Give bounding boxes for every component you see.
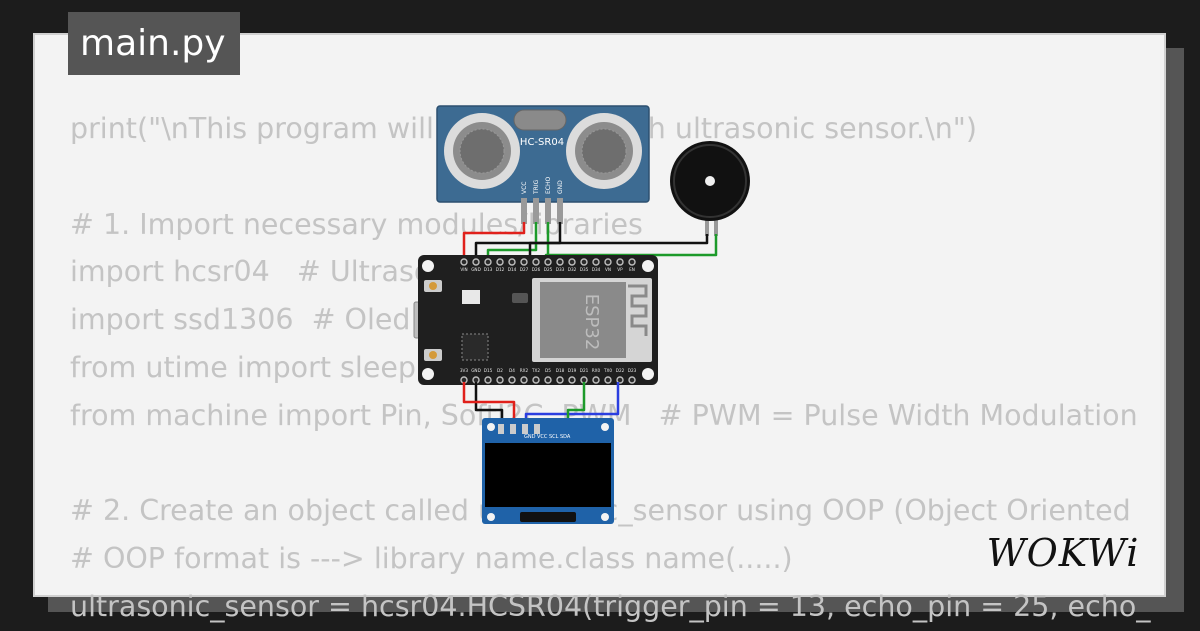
sensor-pin-label: GND — [557, 180, 564, 194]
wokwi-logo: WOKWi — [987, 531, 1140, 575]
ultrasonic-sensor[interactable]: HC-SR04 VCC TRIG ECHO GND — [436, 105, 650, 224]
esp32-pin-label: D25 — [544, 267, 553, 272]
oled-pin-label: VCC — [537, 434, 548, 440]
esp32-pin[interactable] — [496, 258, 504, 266]
sensor-pin-label: ECHO — [545, 177, 552, 194]
esp32-pin[interactable] — [484, 258, 492, 266]
esp32-label: ESP32 — [581, 294, 602, 351]
esp32-pin[interactable] — [496, 376, 504, 384]
esp32-pin-label: TX2 — [531, 368, 540, 373]
esp32-pin-label: D21 — [580, 368, 589, 373]
oled-pin-label: SDA — [560, 434, 571, 440]
file-tab[interactable]: main.py — [68, 12, 240, 75]
esp32-pin[interactable] — [508, 258, 516, 266]
esp32-pin-label: GND — [471, 368, 481, 373]
code-line: # 1. Import necessary modules/libraries — [70, 207, 643, 241]
esp32-pin-label: GND — [471, 267, 481, 272]
code-line: # 2. Create an object called ultrasonic_… — [70, 494, 1131, 528]
esp32-pin-label: D18 — [556, 368, 565, 373]
esp32-pin-label: D33 — [556, 267, 565, 272]
esp32-pin-label: D19 — [568, 368, 577, 373]
esp32-pin[interactable] — [544, 258, 552, 266]
esp32-pin[interactable] — [616, 258, 624, 266]
oled-display[interactable]: GND VCC SCL SDA — [482, 418, 614, 524]
esp32-pin-label: D27 — [520, 267, 529, 272]
esp32-pin[interactable] — [544, 376, 552, 384]
esp32-pin[interactable] — [568, 258, 576, 266]
esp32-pin[interactable] — [532, 376, 540, 384]
wokwi-logo-text: WOKWi — [987, 531, 1140, 575]
esp32-pin[interactable] — [604, 258, 612, 266]
esp32-pin[interactable] — [472, 258, 480, 266]
sensor-pin-label: TRIG — [533, 179, 540, 195]
esp32-pin[interactable] — [628, 376, 636, 384]
esp32-pin[interactable] — [460, 258, 468, 266]
esp32-pin[interactable] — [592, 258, 600, 266]
esp32-pin-label: VP — [617, 267, 623, 272]
esp32-pin-label: RX2 — [520, 368, 529, 373]
esp32-pin-label: D2 — [497, 368, 503, 373]
esp32-pin-label: D26 — [532, 267, 541, 272]
esp32-pin-label: TX0 — [603, 368, 612, 373]
esp32-pin[interactable] — [532, 258, 540, 266]
esp32-pin-label: D4 — [509, 368, 515, 373]
esp32-pin-label: D23 — [628, 368, 637, 373]
esp32-pin[interactable] — [568, 376, 576, 384]
esp32-pin-label: D22 — [616, 368, 625, 373]
esp32-pin-label: VN — [605, 267, 611, 272]
esp32-pin[interactable] — [508, 376, 516, 384]
esp32-pin[interactable] — [520, 258, 528, 266]
code-line: ultrasonic_sensor = hcsr04.HCSR04(trigge… — [70, 589, 1151, 623]
esp32-pin-label: D13 — [484, 267, 493, 272]
esp32-pin-label: 3V3 — [460, 368, 469, 373]
esp32-pin[interactable] — [592, 376, 600, 384]
esp32-pin[interactable] — [616, 376, 624, 384]
esp32-pin-label: D34 — [592, 267, 601, 272]
sensor-pin-label: VCC — [521, 182, 528, 194]
logo-backdrop — [975, 528, 1147, 574]
esp32-pin[interactable] — [520, 376, 528, 384]
esp32-pin-label: D35 — [580, 267, 589, 272]
esp32-pin[interactable] — [580, 258, 588, 266]
esp32-pin-label: D5 — [545, 368, 551, 373]
esp32-pin[interactable] — [628, 258, 636, 266]
code-line: # OOP format is ---> library name.class … — [70, 542, 793, 576]
esp32-pin[interactable] — [556, 376, 564, 384]
esp32-pin-label: D32 — [568, 267, 577, 272]
esp32-pin[interactable] — [484, 376, 492, 384]
esp32-pin-label: VIN — [460, 267, 467, 272]
oled-pin-label: SCL — [549, 434, 559, 440]
esp32-pin-label: EN — [629, 267, 635, 272]
esp32-pin[interactable] — [604, 376, 612, 384]
esp32-pin-label: RX0 — [592, 368, 601, 373]
esp32-pin-label: D15 — [484, 368, 493, 373]
sensor-label: HC-SR04 — [520, 137, 564, 148]
buzzer[interactable] — [670, 141, 750, 236]
esp32-pin-label: D14 — [508, 267, 517, 272]
oled-pin-label: GND — [524, 434, 536, 440]
esp32-pin[interactable] — [556, 258, 564, 266]
code-line: from utime import sleep — [70, 350, 416, 384]
esp32-pin-label: D12 — [496, 267, 505, 272]
